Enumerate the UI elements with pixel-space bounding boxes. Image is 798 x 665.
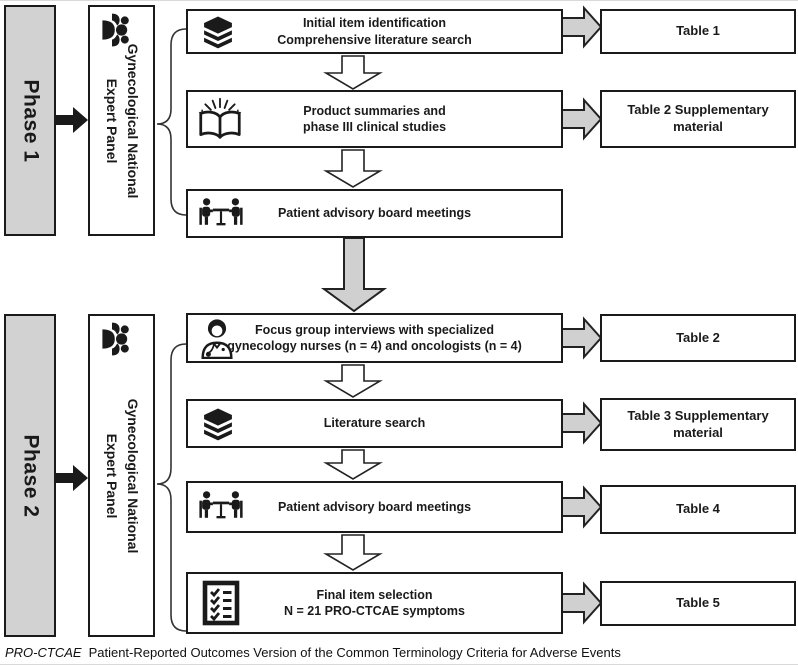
output-arrow-icon [561, 97, 603, 141]
phase-transition-arrow-icon [320, 237, 388, 313]
step-label: Final item selection N = 21 PRO-CTCAE sy… [284, 587, 465, 619]
step-final-item-selection: Final item selection N = 21 PRO-CTCAE sy… [186, 572, 563, 634]
step-label: Literature search [323, 416, 426, 431]
panel1-bracket-connector [156, 28, 187, 216]
phase2-to-panel-arrow-icon [56, 465, 88, 491]
meeting-table-icon [199, 491, 243, 519]
step-initial-item-identification: Initial item identification Comprehensiv… [186, 9, 563, 54]
step-product-summaries: Product summaries and phase III clinical… [186, 90, 563, 148]
nurse-icon [201, 319, 233, 359]
open-book-sparkle-icon [199, 97, 241, 139]
caption-definition: Patient-Reported Outcomes Version of the… [88, 645, 621, 660]
down-arrow-icon [323, 364, 383, 398]
phase-2-label: Phase 2 [19, 434, 43, 517]
step-literature-search: Literature search [186, 399, 563, 448]
expert-panel-label: Gynecological National Expert Panel [103, 43, 141, 198]
down-arrow-icon [323, 55, 383, 90]
output-arrow-icon [561, 401, 603, 445]
output-arrow-icon [561, 5, 603, 49]
phase-2-label-box: Phase 2 [4, 314, 56, 637]
down-arrow-icon [323, 449, 383, 480]
figure-caption: PRO-CTCAE Patient-Reported Outcomes Versi… [5, 645, 793, 660]
group-people-icon [102, 13, 129, 47]
books-stack-icon [204, 407, 232, 440]
output-table-2-supplementary: Table 2 Supplementary material [600, 90, 796, 148]
step-label: Focus group interviews with specialized … [227, 322, 522, 354]
step-label: Patient advisory board meetings [277, 499, 472, 514]
output-arrow-icon [561, 581, 603, 625]
output-arrow-icon [561, 485, 603, 529]
step-label: Product summaries and phase III clinical… [302, 103, 447, 135]
group-people-icon [102, 322, 129, 356]
books-stack-icon [204, 15, 232, 48]
output-arrow-icon [561, 316, 603, 360]
step-label: Initial item identification Comprehensiv… [277, 16, 472, 47]
output-table-3-supplementary: Table 3 Supplementary material [600, 398, 796, 451]
step-patient-advisory-phase2: Patient advisory board meetings [186, 481, 563, 533]
step-patient-advisory-phase1: Patient advisory board meetings [186, 189, 563, 238]
step-label: Patient advisory board meetings [277, 206, 472, 221]
phase-1-label: Phase 1 [19, 79, 43, 162]
step-focus-group-interviews: Focus group interviews with specialized … [186, 313, 563, 363]
expert-panel-label: Gynecological National Expert Panel [103, 398, 141, 553]
expert-panel-box-phase2: Gynecological National Expert Panel [88, 314, 155, 637]
caption-abbreviation: PRO-CTCAE [5, 645, 82, 660]
output-table-2: Table 2 [600, 314, 796, 362]
panel2-bracket-connector [156, 343, 187, 632]
output-table-1: Table 1 [600, 9, 796, 54]
output-table-5: Table 5 [600, 581, 796, 626]
checklist-icon [202, 580, 240, 626]
output-table-4: Table 4 [600, 485, 796, 534]
down-arrow-icon [323, 534, 383, 571]
expert-panel-box-phase1: Gynecological National Expert Panel [88, 5, 155, 236]
meeting-table-icon [199, 197, 243, 225]
phase-1-label-box: Phase 1 [4, 5, 56, 236]
phase1-to-panel-arrow-icon [56, 107, 88, 133]
down-arrow-icon [323, 149, 383, 188]
